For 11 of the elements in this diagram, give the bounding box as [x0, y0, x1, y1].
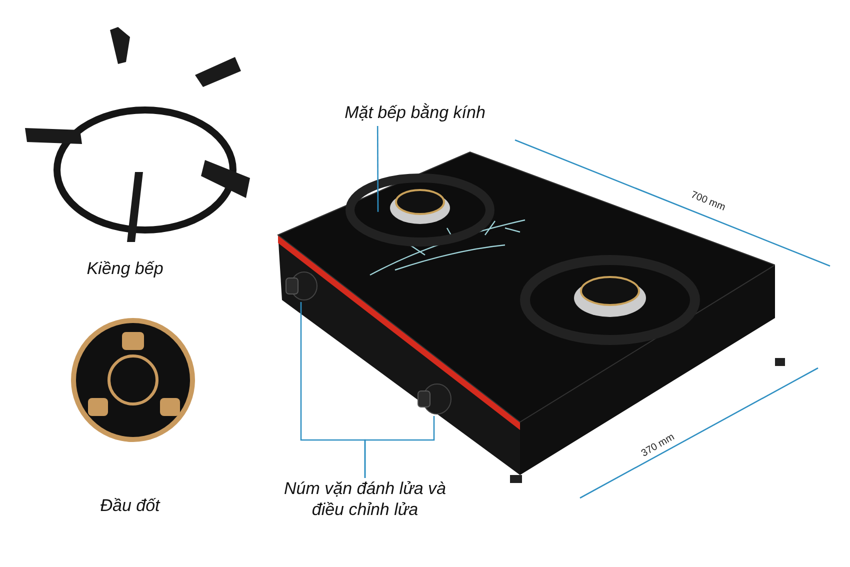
knob-drawing: [416, 382, 452, 416]
callout-label: Núm vặn đánh lửa và điều chỉnh lửa: [282, 478, 448, 524]
leader-line: [364, 416, 435, 478]
dimension-label: 370 mm: [640, 432, 676, 460]
part-label: Đầu đốt: [99, 495, 162, 516]
part-label: Kiềng bếp: [86, 258, 164, 280]
callout-label: Mặt bếp bằng kính: [330, 102, 500, 126]
knob-drawing: [284, 270, 318, 302]
leader-line: [376, 126, 379, 212]
glass-cooktop-drawing: [275, 150, 775, 425]
dimension-label: 700 mm: [689, 190, 727, 214]
